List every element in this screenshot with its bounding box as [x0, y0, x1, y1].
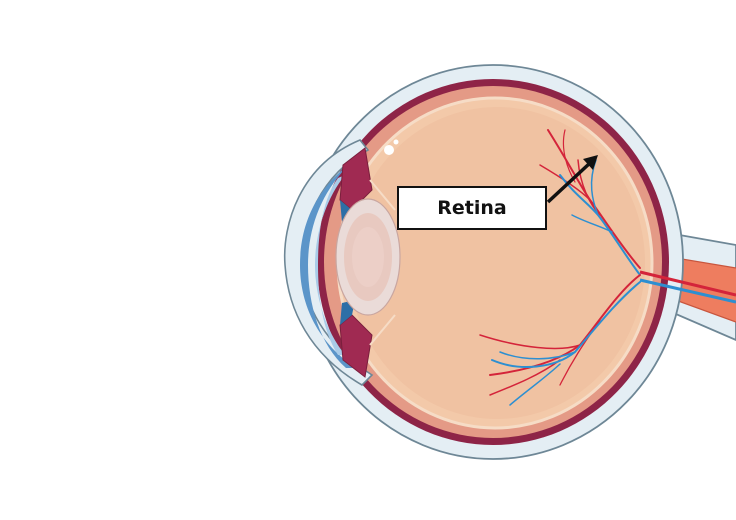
lens	[335, 198, 401, 316]
zonules	[369, 179, 396, 346]
retina-label: Retina	[437, 197, 507, 219]
lower-retinal-vessels	[479, 274, 641, 406]
highlight	[384, 139, 399, 155]
upper-retinal-vessels	[539, 129, 641, 276]
central-vessels	[639, 270, 736, 304]
retina-label-box: Retina	[397, 186, 547, 230]
cornea	[283, 139, 374, 386]
pointer-arrow	[546, 155, 598, 204]
